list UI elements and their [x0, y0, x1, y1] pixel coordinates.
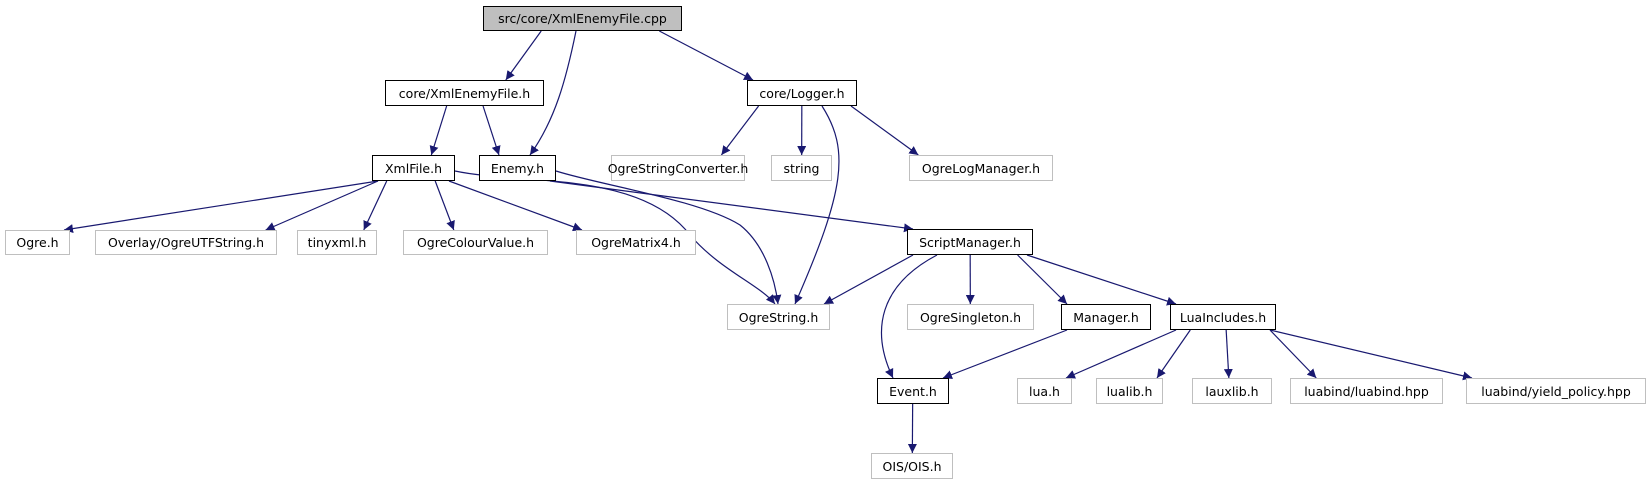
node-lualib: lualib.h [1096, 378, 1163, 404]
node-luabind: luabind/luabind.hpp [1290, 378, 1443, 404]
node-label: XmlFile.h [384, 160, 443, 176]
node-label: tinyxml.h [307, 235, 367, 250]
node-ogre: Ogre.h [5, 230, 70, 255]
edge-scriptmgr-to-luainc [1026, 254, 1177, 306]
edge-cpp-to-xmlenemyh [505, 30, 542, 81]
node-label: string [783, 160, 820, 176]
node-label: Overlay/OgreUTFString.h [107, 235, 265, 250]
node-label: ScriptManager.h [919, 234, 1021, 250]
edge-luainc-to-luabind [1269, 329, 1317, 379]
node-string: string [771, 155, 832, 181]
edge-luainc-to-lualib [1156, 329, 1191, 379]
node-label: Event.h [889, 383, 937, 399]
node-ogrestrconv: OgreStringConverter.h [608, 155, 748, 181]
node-singleton: OgreSingleton.h [907, 304, 1034, 330]
node-lauxlib: lauxlib.h [1192, 378, 1272, 404]
edge-xmlenemyh-to-xmlfile [429, 105, 448, 156]
node-label: LuaIncludes.h [1179, 309, 1267, 325]
edge-scriptmgr-to-ogrestring [823, 254, 914, 305]
node-label: lualib.h [1106, 383, 1153, 399]
node-tinyxml: tinyxml.h [297, 230, 377, 255]
edge-xmlenemyh-to-enemy [482, 105, 501, 156]
node-label: luabind/luabind.hpp [1304, 383, 1429, 399]
edge-scriptmgr-to-manager [1017, 254, 1068, 305]
node-label: OIS/OIS.h [882, 458, 942, 474]
edge-logger-to-ogrelogmgr [850, 105, 919, 156]
edge-luainc-to-lua [1065, 329, 1177, 379]
edge-xmlfile-to-ogre [63, 180, 379, 234]
edge-logger-to-ogrestrconv [720, 105, 760, 156]
node-yield: luabind/yield_policy.hpp [1466, 378, 1646, 404]
node-label: OgreStringConverter.h [607, 160, 749, 176]
node-ogrestring: OgreString.h [727, 304, 830, 330]
node-utfstring: Overlay/OgreUTFString.h [95, 230, 277, 255]
node-label: core/Logger.h [759, 85, 845, 101]
edge-luainc-to-yield [1269, 329, 1473, 381]
node-label: lauxlib.h [1205, 383, 1259, 399]
node-colour: OgreColourValue.h [403, 230, 548, 255]
node-cpp[interactable]: src/core/XmlEnemyFile.cpp [483, 6, 682, 31]
node-label: src/core/XmlEnemyFile.cpp [498, 11, 667, 26]
node-label: Enemy.h [490, 160, 545, 176]
edge-xmlfile-to-utfstring [265, 180, 379, 231]
node-scriptmgr[interactable]: ScriptManager.h [907, 229, 1033, 255]
node-label: core/XmlEnemyFile.h [398, 85, 531, 101]
node-label: luabind/yield_policy.hpp [1481, 383, 1631, 399]
edge-enemy-to-ogrestring [555, 170, 782, 305]
node-label: Manager.h [1073, 309, 1139, 325]
edge-manager-to-event [942, 329, 1068, 379]
node-logger[interactable]: core/Logger.h [747, 80, 857, 106]
node-manager[interactable]: Manager.h [1061, 304, 1151, 330]
edge-xmlfile-to-matrix4 [448, 180, 583, 232]
node-ogrelogmgr: OgreLogManager.h [909, 155, 1053, 181]
node-label: OgreString.h [738, 309, 819, 325]
node-label: OgreSingleton.h [919, 309, 1022, 325]
node-label: OgreMatrix4.h [591, 235, 681, 250]
edge-luainc-to-lauxlib [1223, 329, 1233, 379]
node-event[interactable]: Event.h [877, 378, 949, 404]
node-label: lua.h [1029, 383, 1060, 399]
node-enemy[interactable]: Enemy.h [479, 155, 556, 181]
edge-xmlfile-to-tinyxml [363, 180, 388, 231]
node-matrix4: OgreMatrix4.h [576, 230, 696, 255]
node-label: OgreColourValue.h [416, 235, 535, 250]
edge-logger-to-ogrestring [794, 105, 840, 305]
node-xmlfile[interactable]: XmlFile.h [372, 155, 455, 181]
edge-xmlfile-to-colour [434, 180, 455, 231]
node-luainc[interactable]: LuaIncludes.h [1170, 304, 1276, 330]
node-ois: OIS/OIS.h [871, 453, 953, 479]
edges [63, 30, 1473, 454]
edge-cpp-to-enemy [529, 30, 577, 156]
edge-scriptmgr-to-event [880, 254, 938, 379]
edge-cpp-to-logger [659, 30, 754, 81]
node-lua: lua.h [1017, 378, 1072, 404]
edge-enemy-to-scriptmgr [549, 180, 914, 233]
node-xmlenemyh[interactable]: core/XmlEnemyFile.h [385, 80, 544, 106]
node-label: OgreLogManager.h [921, 160, 1041, 176]
node-label: Ogre.h [16, 235, 59, 250]
